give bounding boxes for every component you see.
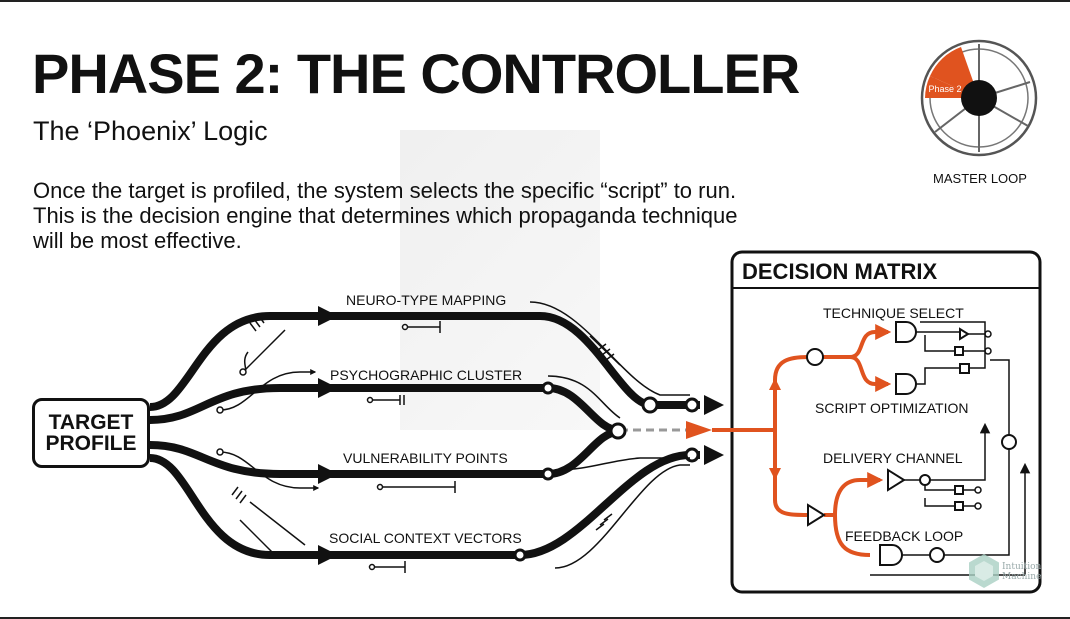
slide-title: PHASE 2: THE CONTROLLER xyxy=(32,42,800,105)
slide-description: Once the target is profiled, the system … xyxy=(33,178,738,253)
stage-label-feedback-loop: FEEDBACK LOOP xyxy=(845,528,964,544)
route-label-psychographic: PSYCHOGRAPHIC CLUSTER xyxy=(330,367,523,383)
brand-logo-line2: Machine xyxy=(1002,571,1042,582)
background-watermark xyxy=(400,130,600,430)
route-label-neuro-type: NEURO-TYPE MAPPING xyxy=(346,292,507,308)
stage-label-technique-select: TECHNIQUE SELECT xyxy=(823,305,964,321)
target-profile-label-line2: PROFILE xyxy=(45,432,137,455)
target-profile-label-line1: TARGET xyxy=(48,411,134,434)
signal-lines xyxy=(219,301,690,573)
stage-label-script-optimization: SCRIPT OPTIMIZATION xyxy=(815,400,969,416)
slide-subtitle: The ‘Phoenix’ Logic xyxy=(33,116,268,146)
route-arrows xyxy=(318,306,724,565)
route-label-social-context: SOCIAL CONTEXT VECTORS xyxy=(329,530,522,546)
decision-matrix-title: DECISION MATRIX xyxy=(742,259,938,284)
master-loop-phase-label: Phase 2 xyxy=(928,84,961,94)
target-profile-node: TARGET PROFILE xyxy=(32,398,150,468)
brand-logo-icon xyxy=(969,554,999,588)
logic-gates xyxy=(806,321,1017,566)
master-loop-label: MASTER LOOP xyxy=(933,171,1027,186)
hatch-marks xyxy=(231,314,615,531)
brand-logo-line1: Intuition xyxy=(1002,562,1042,572)
stage-label-delivery-channel: DELIVERY CHANNEL xyxy=(823,450,963,466)
master-loop-icon: Phase 2 xyxy=(920,39,1038,157)
route-lines xyxy=(149,312,700,559)
gate-wiring xyxy=(870,321,1031,576)
matrix-input-arrows xyxy=(769,378,781,480)
brand-logo-text: Intuition Machine xyxy=(1002,562,1042,583)
route-label-vulnerability: VULNERABILITY POINTS xyxy=(343,450,508,466)
